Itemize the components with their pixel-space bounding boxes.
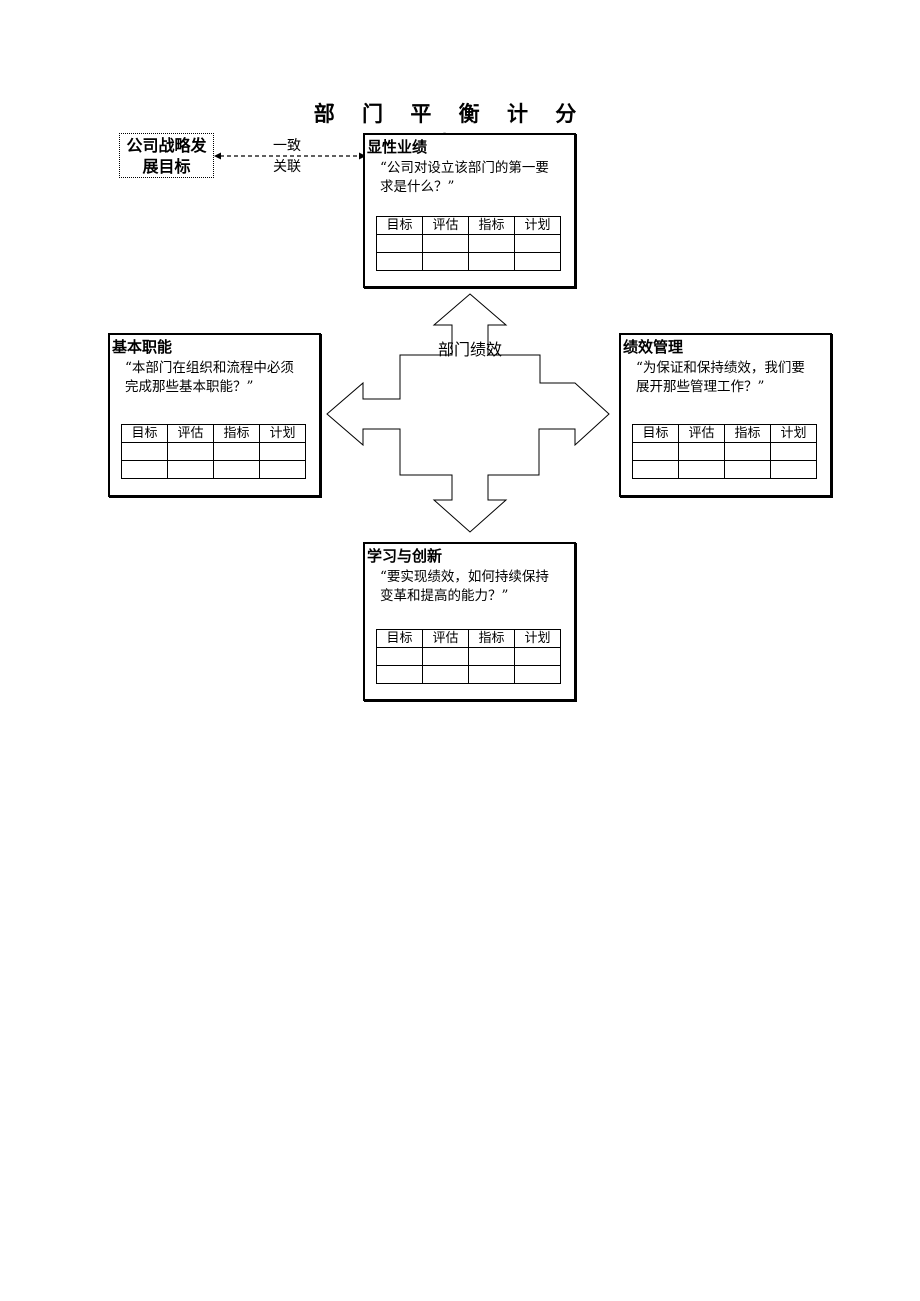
card-question: “本部门在组织和流程中必须完成那些基本职能？” xyxy=(125,360,294,395)
table-header-row: 目标 评估 指标 计划 xyxy=(376,216,561,235)
table-cell[interactable] xyxy=(770,442,817,461)
table-row xyxy=(376,665,561,684)
table-cell[interactable] xyxy=(724,442,771,461)
header-indicator: 指标 xyxy=(468,216,515,235)
arrowhead-right-icon xyxy=(359,152,366,160)
table-cell[interactable] xyxy=(376,252,423,271)
card-question: “要实现绩效，如何持续保持变革和提高的能力？” xyxy=(380,569,549,604)
table-header-row: 目标 评估 指标 计划 xyxy=(632,424,817,443)
table-cell[interactable] xyxy=(213,442,260,461)
card-title: 绩效管理 xyxy=(623,338,684,356)
table-cell[interactable] xyxy=(514,665,561,684)
table-cell[interactable] xyxy=(468,665,515,684)
strategy-goal-line1: 公司战略发 xyxy=(126,136,207,155)
table-cell[interactable] xyxy=(468,647,515,666)
alignment-label-line2: 关联 xyxy=(273,159,301,175)
table-cell[interactable] xyxy=(468,234,515,253)
table-cell[interactable] xyxy=(514,647,561,666)
table-cell[interactable] xyxy=(514,234,561,253)
card-title: 基本职能 xyxy=(112,338,173,356)
table-header-row: 目标 评估 指标 计划 xyxy=(376,629,561,648)
card-question: “为保证和保持绩效，我们要展开那些管理工作？” xyxy=(636,360,805,395)
table-cell[interactable] xyxy=(770,460,817,479)
table-row xyxy=(376,647,561,666)
header-evaluation: 评估 xyxy=(422,216,469,235)
strategy-goal-box: 公司战略发 展目标 xyxy=(119,133,214,178)
header-plan: 计划 xyxy=(259,424,306,443)
table-row xyxy=(632,442,817,461)
card-learning-innovation: 学习与创新 “要实现绩效，如何持续保持变革和提高的能力？” 目标 评估 指标 计… xyxy=(363,542,576,701)
scorecard-table: 目标 评估 指标 计划 xyxy=(121,424,306,479)
four-way-arrow-icon xyxy=(326,293,610,533)
table-row xyxy=(376,252,561,271)
table-cell[interactable] xyxy=(259,442,306,461)
card-performance-management: 绩效管理 “为保证和保持绩效，我们要展开那些管理工作？” 目标 评估 指标 计划 xyxy=(619,333,832,497)
table-cell[interactable] xyxy=(376,665,423,684)
table-cell[interactable] xyxy=(422,252,469,271)
table-cell[interactable] xyxy=(167,460,214,479)
scorecard-table: 目标 评估 指标 计划 xyxy=(376,216,561,271)
table-cell[interactable] xyxy=(376,647,423,666)
table-header-row: 目标 评估 指标 计划 xyxy=(121,424,306,443)
alignment-connector xyxy=(214,152,366,160)
header-evaluation: 评估 xyxy=(678,424,725,443)
table-row xyxy=(376,234,561,253)
strategy-goal-line2: 展目标 xyxy=(142,157,191,176)
table-cell[interactable] xyxy=(468,252,515,271)
card-basic-functions: 基本职能 “本部门在组织和流程中必须完成那些基本职能？” 目标 评估 指标 计划 xyxy=(108,333,321,497)
alignment-label-line1: 一致 xyxy=(273,138,301,154)
header-plan: 计划 xyxy=(514,629,561,648)
table-cell[interactable] xyxy=(121,460,168,479)
table-cell[interactable] xyxy=(121,442,168,461)
card-question: “公司对设立该部门的第一要求是什么？” xyxy=(380,160,549,195)
table-row xyxy=(121,442,306,461)
department-performance-label: 部门绩效 xyxy=(437,340,502,359)
header-plan: 计划 xyxy=(514,216,561,235)
arrowhead-left-icon xyxy=(214,152,221,160)
scorecard-table: 目标 评估 指标 计划 xyxy=(376,629,561,684)
table-cell[interactable] xyxy=(678,442,725,461)
table-cell[interactable] xyxy=(213,460,260,479)
card-title: 显性业绩 xyxy=(367,138,428,156)
table-cell[interactable] xyxy=(422,234,469,253)
table-cell[interactable] xyxy=(632,460,679,479)
table-cell[interactable] xyxy=(376,234,423,253)
header-goal: 目标 xyxy=(376,629,423,648)
card-title: 学习与创新 xyxy=(367,547,443,565)
card-explicit-performance: 显性业绩 “公司对设立该部门的第一要求是什么？” 目标 评估 指标 计划 xyxy=(363,133,576,288)
table-cell[interactable] xyxy=(678,460,725,479)
table-cell[interactable] xyxy=(422,647,469,666)
header-indicator: 指标 xyxy=(724,424,771,443)
header-plan: 计划 xyxy=(770,424,817,443)
scorecard-table: 目标 评估 指标 计划 xyxy=(632,424,817,479)
table-cell[interactable] xyxy=(514,252,561,271)
header-indicator: 指标 xyxy=(468,629,515,648)
table-cell[interactable] xyxy=(259,460,306,479)
header-goal: 目标 xyxy=(632,424,679,443)
table-cell[interactable] xyxy=(167,442,214,461)
header-indicator: 指标 xyxy=(213,424,260,443)
table-row xyxy=(121,460,306,479)
table-cell[interactable] xyxy=(422,665,469,684)
header-evaluation: 评估 xyxy=(422,629,469,648)
header-goal: 目标 xyxy=(121,424,168,443)
table-cell[interactable] xyxy=(632,442,679,461)
header-goal: 目标 xyxy=(376,216,423,235)
alignment-label: 一致 关联 xyxy=(262,136,312,178)
header-evaluation: 评估 xyxy=(167,424,214,443)
table-row xyxy=(632,460,817,479)
table-cell[interactable] xyxy=(724,460,771,479)
